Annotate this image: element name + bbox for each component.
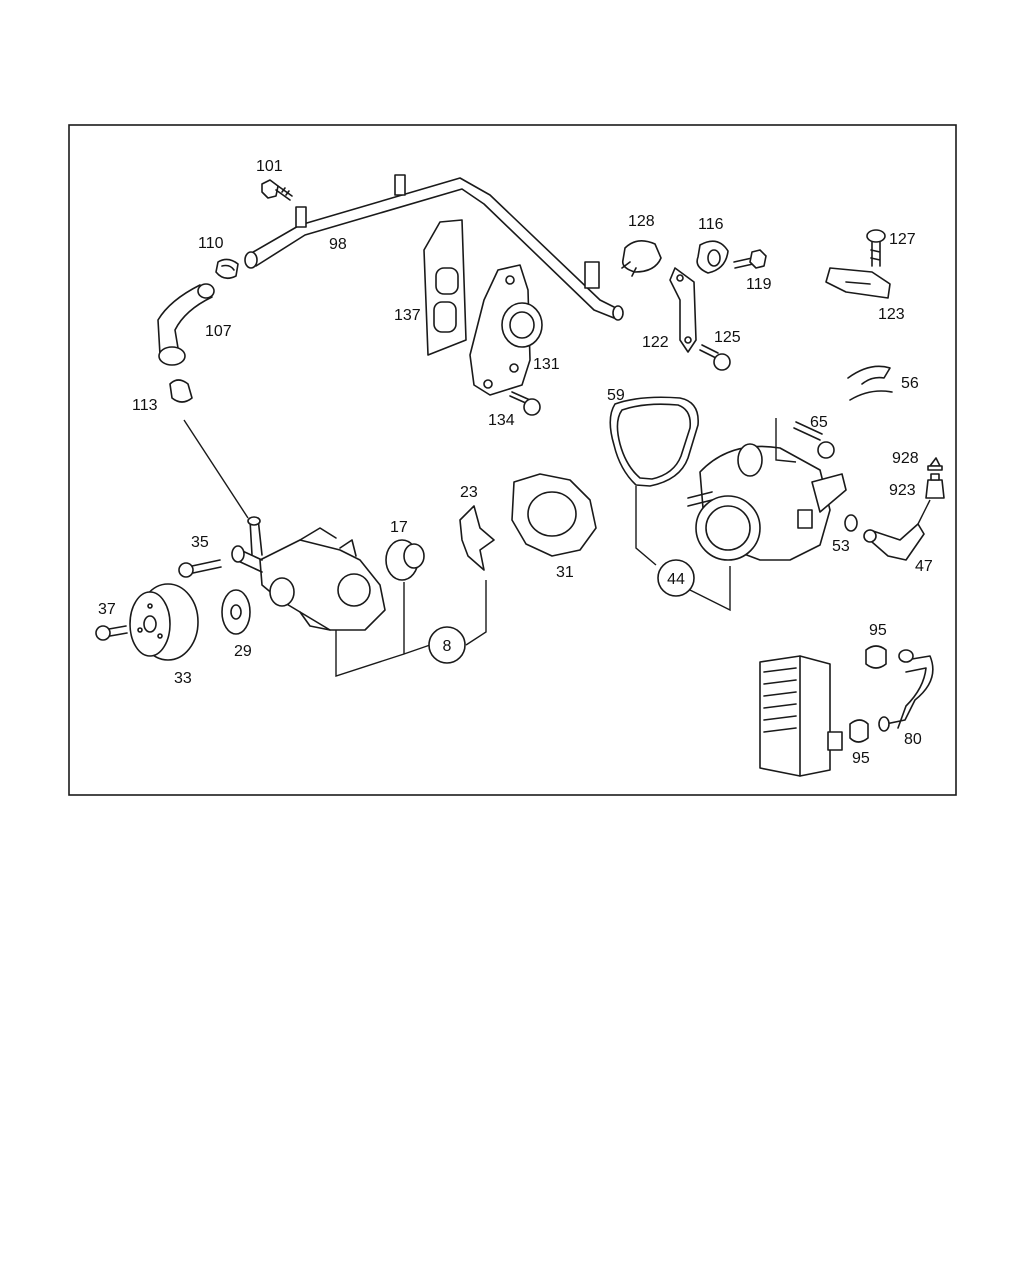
label-128: 128 <box>628 213 655 230</box>
label-131: 131 <box>533 356 560 373</box>
bracket-122 <box>669 267 697 353</box>
label-122: 122 <box>642 334 669 351</box>
screw-127 <box>866 229 886 267</box>
label-53: 53 <box>832 538 850 555</box>
hub-29 <box>221 589 251 635</box>
bolt-65 <box>793 421 835 459</box>
label-923: 923 <box>889 482 916 499</box>
bolt-119 <box>733 249 767 269</box>
gasket-31 <box>511 473 597 557</box>
connector-923 <box>925 473 945 499</box>
pulley-33 <box>129 583 199 661</box>
label-116: 116 <box>698 216 724 233</box>
leader-44 <box>635 418 797 612</box>
clamp-95-upper <box>865 645 887 669</box>
label-95-lower: 95 <box>852 750 870 767</box>
clamp-113 <box>169 379 193 403</box>
bolt-101 <box>261 179 293 201</box>
label-33: 33 <box>174 670 192 687</box>
label-31: 31 <box>556 564 574 581</box>
water-pump-8 <box>231 516 386 631</box>
label-37: 37 <box>98 601 116 618</box>
o-ring-53 <box>844 514 858 532</box>
oil-cooler <box>759 655 843 777</box>
label-110: 110 <box>198 235 224 252</box>
label-107: 107 <box>205 323 232 340</box>
clamp-128 <box>621 240 662 277</box>
impeller-23 <box>459 505 495 571</box>
label-23: 23 <box>460 484 478 501</box>
label-928: 928 <box>892 450 919 467</box>
label-123: 123 <box>878 306 905 323</box>
label-59: 59 <box>607 387 625 404</box>
label-29: 29 <box>234 643 252 660</box>
bolt-134 <box>509 391 541 416</box>
label-125: 125 <box>714 329 741 346</box>
thermostat-44 <box>687 443 847 561</box>
label-134: 134 <box>488 412 515 429</box>
hose-107 <box>157 283 215 366</box>
hose-80 <box>878 649 934 732</box>
shaft-seal-17 <box>385 539 425 581</box>
coolant-pipe-98 <box>244 174 624 321</box>
label-8: 8 <box>443 638 452 655</box>
label-119: 119 <box>746 276 772 293</box>
connector-928 <box>927 457 943 471</box>
label-44: 44 <box>667 571 685 588</box>
callout-circle-8 <box>428 626 466 664</box>
bolt-37 <box>95 625 128 641</box>
clamp-110 <box>215 258 239 280</box>
label-56: 56 <box>901 375 919 392</box>
label-47: 47 <box>915 558 933 575</box>
label-80: 80 <box>904 731 922 748</box>
bolt-35 <box>178 559 222 578</box>
callout-circle-44 <box>657 559 695 597</box>
bolt-125 <box>699 344 731 371</box>
label-98: 98 <box>329 236 347 253</box>
label-101: 101 <box>256 158 283 175</box>
label-137: 137 <box>394 307 421 324</box>
label-127: 127 <box>889 231 916 248</box>
label-113: 113 <box>132 397 158 414</box>
seal-59 <box>609 396 699 487</box>
label-17: 17 <box>390 519 408 536</box>
leader-923 <box>917 499 931 525</box>
leader-8 <box>335 580 487 677</box>
clip-116 <box>696 240 729 274</box>
label-65: 65 <box>810 414 828 431</box>
gasket-137 <box>423 219 467 356</box>
plate-123 <box>825 267 891 299</box>
sensor-47 <box>863 523 925 561</box>
clip-56 <box>847 365 893 401</box>
clamp-95-lower <box>849 719 869 743</box>
leader-113 <box>183 419 249 519</box>
label-95-upper: 95 <box>869 622 887 639</box>
diagram-frame <box>68 124 957 796</box>
label-35: 35 <box>191 534 209 551</box>
thermostat-housing-131 <box>469 264 543 396</box>
